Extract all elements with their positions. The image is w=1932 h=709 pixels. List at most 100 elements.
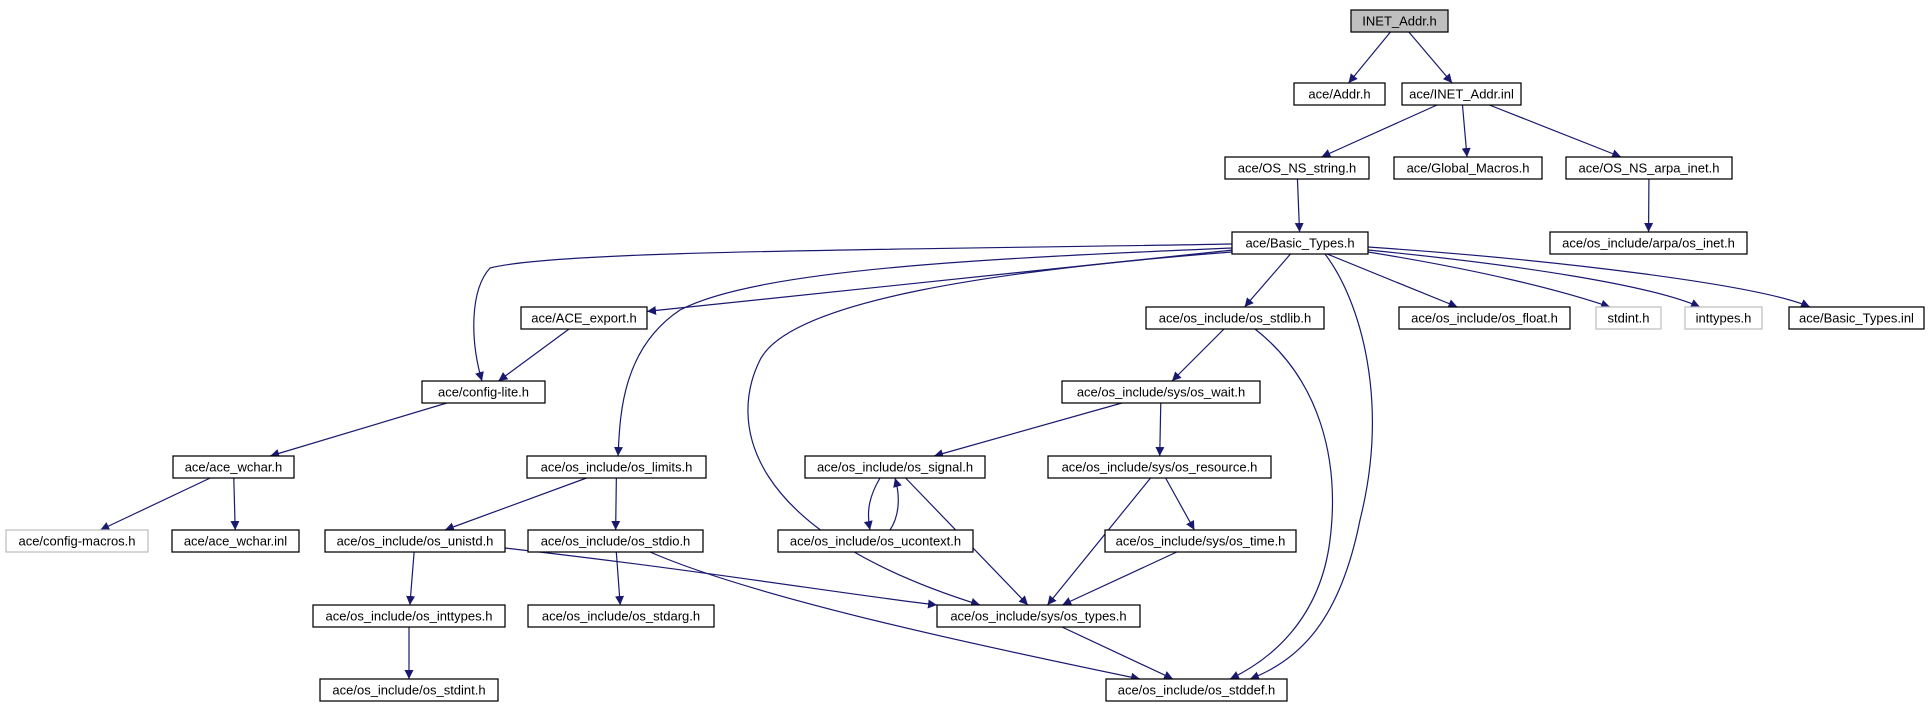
node-label: ace/os_include/os_inttypes.h [326, 608, 493, 623]
node-arpa-os-inet-h[interactable]: ace/os_include/arpa/os_inet.h [1549, 231, 1748, 255]
edge-basic-types-h-to-inttypes-h [1367, 249, 1701, 308]
edge-line [504, 547, 938, 609]
edges-layer [100, 31, 1811, 682]
edge-ace-wchar-h-to-ace-wchar-inl [230, 477, 240, 531]
node-box [1401, 82, 1522, 106]
node-box [1061, 380, 1261, 404]
node-config-lite-h[interactable]: ace/config-lite.h [421, 380, 546, 404]
node-stdint-h: stdint.h [1595, 306, 1662, 330]
edge-line [444, 477, 587, 532]
node-label: ace/os_include/os_signal.h [817, 459, 973, 474]
node-global-macros-h[interactable]: ace/Global_Macros.h [1393, 156, 1543, 180]
node-basic-types-h[interactable]: ace/Basic_Types.h [1231, 231, 1369, 255]
node-box [804, 455, 986, 479]
edge-os-signal-h-to-os-ucontext-h [863, 477, 881, 531]
edge-line [100, 477, 211, 531]
node-label: ace/Basic_Types.inl [1799, 310, 1914, 325]
node-label: ace/os_include/sys/os_time.h [1116, 533, 1286, 548]
node-inet-addr-inl[interactable]: ace/INET_Addr.inl [1401, 82, 1522, 106]
edge-line [1321, 104, 1438, 158]
node-os-ns-string-h[interactable]: ace/OS_NS_string.h [1224, 156, 1370, 180]
node-label: ace/os_include/os_unistd.h [337, 533, 494, 548]
edge-inet-addr-inl-to-os-ns-arpa-inet-h [1489, 104, 1622, 158]
edge-sys-os-types-h-to-os-stddef-h [1061, 626, 1174, 680]
edge-line [1171, 328, 1225, 382]
node-ace-wchar-inl[interactable]: ace/ace_wchar.inl [171, 529, 300, 553]
node-box [319, 678, 499, 702]
node-box [1224, 156, 1370, 180]
node-os-stdio-h[interactable]: ace/os_include/os_stdio.h [527, 529, 704, 553]
node-box [312, 604, 506, 628]
edge-ace-wchar-h-to-config-macros-h [100, 477, 211, 531]
node-box [527, 529, 704, 553]
node-os-unistd-h[interactable]: ace/os_include/os_unistd.h [324, 529, 506, 553]
edge-line [498, 328, 570, 382]
node-sys-os-types-h[interactable]: ace/os_include/sys/os_types.h [936, 604, 1141, 628]
node-os-stddef-h[interactable]: ace/os_include/os_stddef.h [1105, 678, 1288, 702]
edge-line [1165, 477, 1195, 531]
edge-os-stdlib-h-to-sys-os-wait-h [1171, 328, 1225, 382]
node-os-ns-arpa-inet-h[interactable]: ace/OS_NS_arpa_inet.h [1565, 156, 1733, 180]
node-box [1788, 306, 1925, 330]
edge-basic-types-h-to-os-stddef-h [1249, 253, 1373, 681]
node-sys-os-time-h[interactable]: ace/os_include/sys/os_time.h [1104, 529, 1297, 553]
node-label: ace/os_include/os_ucontext.h [790, 533, 961, 548]
node-label: ace/os_include/os_stdlib.h [1159, 310, 1312, 325]
node-inttypes-h: inttypes.h [1684, 306, 1763, 330]
node-label: ace/os_include/os_limits.h [541, 459, 693, 474]
edge-line [269, 402, 448, 458]
edge-os-stdio-h-to-os-stdarg-h [615, 551, 625, 606]
node-box [1595, 306, 1662, 330]
edge-line [1155, 402, 1165, 457]
node-addr-h[interactable]: ace/Addr.h [1293, 82, 1386, 106]
node-label: ace/os_include/os_stdarg.h [542, 608, 700, 623]
node-label: ace/os_include/sys/os_wait.h [1077, 384, 1245, 399]
edge-sys-os-time-h-to-sys-os-types-h [1062, 551, 1177, 606]
node-label: ace/ace_wchar.inl [184, 533, 287, 548]
edge-line [611, 477, 621, 531]
node-ace-export-h[interactable]: ace/ACE_export.h [520, 306, 648, 330]
node-inet-addr-h[interactable]: INET_Addr.h [1350, 9, 1449, 33]
node-sys-os-resource-h[interactable]: ace/os_include/sys/os_resource.h [1047, 455, 1272, 479]
node-label: ace/ace_wchar.h [185, 459, 283, 474]
node-config-macros-h: ace/config-macros.h [5, 529, 149, 553]
edge-basic-types-h-to-os-float-h [1326, 253, 1458, 308]
node-basic-types-inl[interactable]: ace/Basic_Types.inl [1788, 306, 1925, 330]
edge-basic-types-h-to-os-stdlib-h [1244, 253, 1291, 308]
node-os-stdlib-h[interactable]: ace/os_include/os_stdlib.h [1145, 306, 1325, 330]
edge-config-lite-h-to-ace-wchar-h [269, 402, 448, 458]
node-label: ace/config-lite.h [438, 384, 529, 399]
node-label: INET_Addr.h [1362, 13, 1436, 28]
edge-line [933, 402, 1123, 458]
node-os-float-h[interactable]: ace/os_include/os_float.h [1398, 306, 1571, 330]
node-label: inttypes.h [1696, 310, 1752, 325]
node-box [1684, 306, 1763, 330]
edge-ace-export-h-to-config-lite-h [498, 328, 570, 382]
edge-line [1229, 328, 1333, 680]
edge-line [1046, 477, 1152, 606]
node-label: ace/Addr.h [1308, 86, 1370, 101]
node-os-inttypes-h[interactable]: ace/os_include/os_inttypes.h [312, 604, 506, 628]
edge-line [230, 477, 240, 531]
node-os-stdarg-h[interactable]: ace/os_include/os_stdarg.h [527, 604, 715, 628]
node-box [777, 529, 974, 553]
edge-line [1367, 251, 1611, 309]
node-box [1145, 306, 1325, 330]
node-os-stdint-h[interactable]: ace/os_include/os_stdint.h [319, 678, 499, 702]
edge-line [1367, 249, 1701, 308]
node-os-ucontext-h[interactable]: ace/os_include/os_ucontext.h [777, 529, 974, 553]
node-ace-wchar-h[interactable]: ace/ace_wchar.h [172, 455, 295, 479]
node-box [5, 529, 149, 553]
node-box [1393, 156, 1543, 180]
edge-inet-addr-inl-to-global-macros-h [1461, 104, 1471, 158]
node-os-limits-h[interactable]: ace/os_include/os_limits.h [526, 455, 707, 479]
edge-line [747, 251, 1233, 607]
node-label: ace/os_include/sys/os_resource.h [1062, 459, 1258, 474]
edge-sys-os-wait-h-to-sys-os-resource-h [1155, 402, 1165, 457]
node-os-signal-h[interactable]: ace/os_include/os_signal.h [804, 455, 986, 479]
node-label: ace/os_include/os_float.h [1411, 310, 1558, 325]
node-box [1398, 306, 1571, 330]
edge-line [615, 551, 625, 606]
node-sys-os-wait-h[interactable]: ace/os_include/sys/os_wait.h [1061, 380, 1261, 404]
